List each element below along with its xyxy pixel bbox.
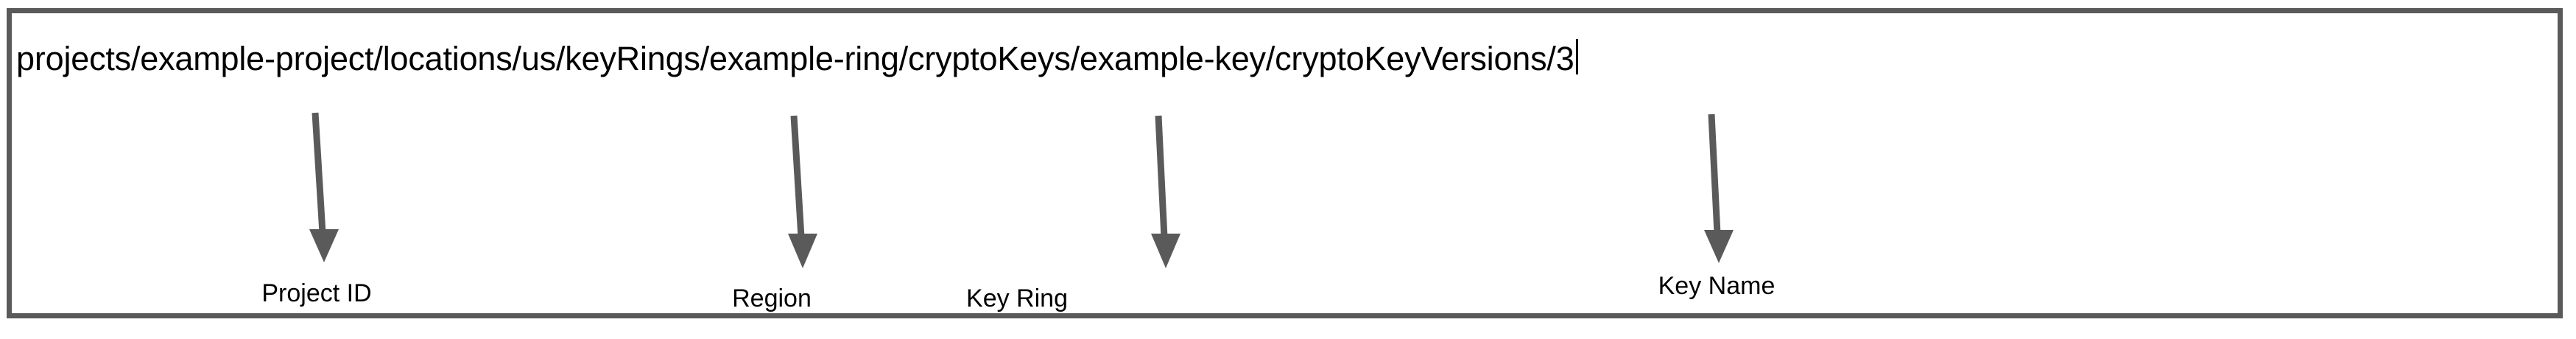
callout-label-key-name: Key Name [1658,272,1776,300]
callout-label-project-id: Project ID [261,279,372,307]
callout-arrow-project-id [309,112,339,262]
text-cursor-caret [1575,39,1578,74]
resource-path-frame [7,8,2563,318]
callout-label-key-ring: Key Ring [966,284,1068,312]
callout-arrow-key-ring [1151,115,1180,268]
callout-arrow-region [788,115,817,268]
resource-path-text: projects/example-project/locations/us/ke… [16,40,1574,77]
callout-label-region: Region [732,284,812,312]
callout-arrow-key-name [1704,113,1734,263]
resource-path-field[interactable]: projects/example-project/locations/us/ke… [16,35,1578,77]
